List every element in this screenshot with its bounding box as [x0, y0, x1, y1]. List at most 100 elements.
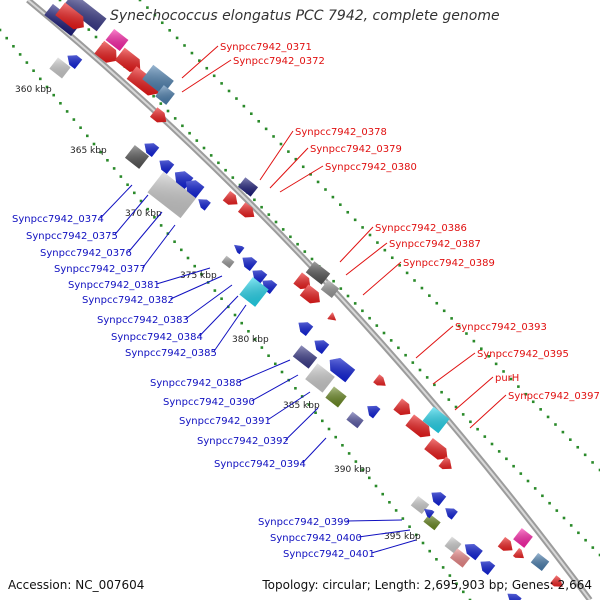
gene-feature[interactable]	[124, 145, 150, 169]
gene-feature[interactable]	[513, 528, 533, 548]
reverse-gene-label[interactable]: Synpcc7942_0377	[54, 264, 146, 275]
forward-gene-label[interactable]: Synpcc7942_0371	[220, 42, 312, 53]
gene-feature[interactable]	[171, 167, 194, 190]
gene-feature[interactable]	[64, 51, 83, 70]
track-dot	[461, 413, 465, 416]
gene-feature[interactable]	[114, 47, 145, 77]
gene-feature[interactable]	[105, 28, 129, 52]
reverse-gene-label[interactable]: Synpcc7942_0391	[179, 416, 271, 427]
forward-gene-label[interactable]: Synpcc7942_0379	[310, 144, 402, 155]
reverse-gene-label[interactable]: Synpcc7942_0382	[82, 295, 174, 306]
reverse-gene-label[interactable]: Synpcc7942_0394	[214, 459, 306, 470]
track-dot	[213, 289, 217, 292]
forward-gene-label[interactable]: Synpcc7942_0386	[375, 223, 467, 234]
track-dot	[509, 377, 513, 381]
gene-feature[interactable]	[405, 414, 434, 441]
reverse-gene-label[interactable]: Synpcc7942_0390	[163, 397, 255, 408]
reverse-gene-label[interactable]: Synpcc7942_0374	[12, 214, 104, 225]
reverse-gene-label[interactable]: Synpcc7942_0388	[150, 378, 242, 389]
gene-feature[interactable]	[327, 312, 338, 323]
gene-feature[interactable]	[293, 272, 314, 294]
gene-feature[interactable]	[195, 195, 211, 211]
reverse-gene-label[interactable]: Synpcc7942_0392	[197, 436, 289, 447]
track-dot	[346, 294, 350, 298]
gene-feature[interactable]	[147, 171, 197, 219]
track-dot	[591, 461, 594, 464]
gene-feature[interactable]	[424, 438, 452, 464]
gene-feature[interactable]	[422, 406, 450, 434]
forward-gene-label[interactable]: purH	[495, 373, 519, 384]
gene-feature[interactable]	[442, 504, 458, 520]
track-dot	[0, 28, 2, 32]
gene-feature[interactable]	[63, 0, 107, 32]
gene-feature[interactable]	[346, 411, 364, 429]
reverse-gene-label[interactable]: Synpcc7942_0400	[270, 533, 362, 544]
reverse-gene-label[interactable]: Synpcc7942_0401	[283, 549, 375, 560]
reverse-gene-label[interactable]: Synpcc7942_0383	[97, 315, 189, 326]
gene-feature[interactable]	[305, 363, 335, 393]
gene-feature[interactable]	[311, 336, 330, 355]
gene-feature[interactable]	[155, 85, 175, 105]
reverse-gene-label[interactable]: Synpcc7942_0385	[125, 348, 217, 359]
gene-feature[interactable]	[49, 57, 71, 79]
gene-feature[interactable]	[497, 536, 516, 555]
track-dot	[334, 435, 338, 439]
track-dot	[324, 188, 327, 191]
gene-feature[interactable]	[550, 575, 566, 590]
forward-gene-label[interactable]: Synpcc7942_0387	[389, 239, 481, 250]
gene-feature[interactable]	[364, 402, 381, 419]
reverse-gene-label[interactable]: Synpcc7942_0399	[258, 517, 350, 528]
gene-feature[interactable]	[126, 66, 164, 100]
gene-feature[interactable]	[239, 253, 258, 272]
gene-feature[interactable]	[232, 242, 245, 255]
forward-gene-label[interactable]: Synpcc7942_0389	[403, 258, 495, 269]
gene-feature[interactable]	[461, 540, 483, 561]
forward-gene-label[interactable]: Synpcc7942_0378	[295, 127, 387, 138]
gene-feature[interactable]	[477, 557, 496, 576]
gene-feature[interactable]	[428, 488, 447, 507]
gene-feature[interactable]	[422, 506, 435, 519]
forward-gene-label[interactable]: Synpcc7942_0380	[325, 162, 417, 173]
gene-feature[interactable]	[438, 456, 456, 474]
track-dot	[294, 157, 298, 161]
reverse-gene-label[interactable]: Synpcc7942_0384	[111, 332, 203, 343]
gene-feature[interactable]	[156, 156, 175, 175]
reverse-gene-label[interactable]: Synpcc7942_0381	[68, 280, 160, 291]
gene-feature[interactable]	[238, 202, 258, 221]
gene-feature[interactable]	[299, 284, 324, 307]
gene-feature[interactable]	[393, 398, 414, 420]
forward-gene-label[interactable]: Synpcc7942_0397	[508, 391, 600, 402]
gene-feature[interactable]	[55, 2, 88, 33]
gene-feature[interactable]	[373, 374, 389, 389]
gene-feature[interactable]	[221, 255, 235, 269]
reverse-gene-label[interactable]: Synpcc7942_0376	[40, 248, 132, 259]
gene-feature[interactable]	[239, 277, 269, 307]
track-dot	[448, 574, 452, 577]
track-dot	[533, 487, 537, 490]
gene-feature[interactable]	[325, 386, 347, 408]
reverse-gene-label[interactable]: Synpcc7942_0375	[26, 231, 118, 242]
gene-feature[interactable]	[238, 177, 258, 197]
forward-gene-label[interactable]: Synpcc7942_0372	[233, 56, 325, 67]
gene-feature[interactable]	[325, 354, 356, 383]
forward-gene-label[interactable]: Synpcc7942_0393	[455, 322, 547, 333]
gene-feature[interactable]	[295, 318, 314, 337]
gene-feature[interactable]	[423, 513, 441, 531]
gene-feature[interactable]	[292, 345, 318, 369]
gene-feature[interactable]	[512, 547, 527, 562]
gene-feature[interactable]	[305, 261, 331, 285]
map-title: Synechococcus elongatus PCC 7942, comple…	[110, 8, 500, 24]
gene-feature[interactable]	[222, 190, 241, 209]
track-dot	[494, 362, 498, 366]
track-dot	[450, 317, 453, 320]
gene-feature[interactable]	[94, 40, 121, 67]
gene-feature[interactable]	[141, 139, 160, 158]
gene-feature[interactable]	[320, 279, 340, 299]
gene-feature[interactable]	[150, 107, 170, 126]
gene-feature[interactable]	[450, 548, 470, 568]
forward-gene-label[interactable]: Synpcc7942_0395	[477, 349, 569, 360]
label-leader-line	[114, 194, 149, 236]
track-dot	[381, 492, 385, 496]
gene-feature[interactable]	[530, 552, 550, 572]
gene-feature[interactable]	[182, 176, 205, 199]
